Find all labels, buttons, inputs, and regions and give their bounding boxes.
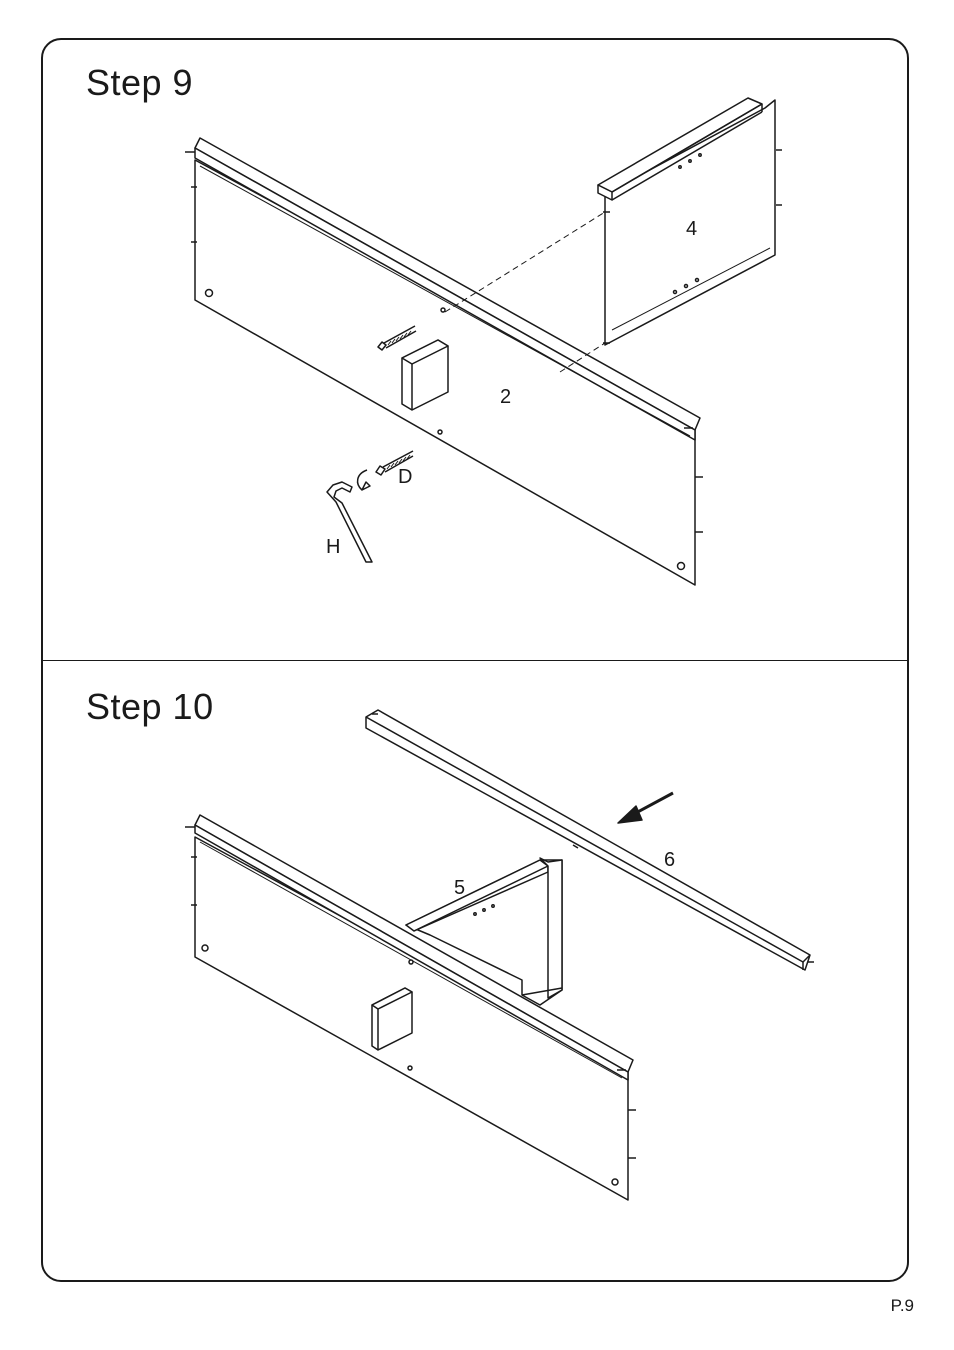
label-part-5: 5 [454,877,465,900]
label-part-4: 4 [686,218,697,241]
label-part-2: 2 [500,386,511,409]
rotate-arrow-head [362,482,370,490]
direction-arrow [618,793,673,823]
label-part-6: 6 [664,849,675,872]
label-key-h: H [326,536,340,559]
label-screw-d: D [398,466,412,489]
page-number: P.9 [891,1296,914,1316]
